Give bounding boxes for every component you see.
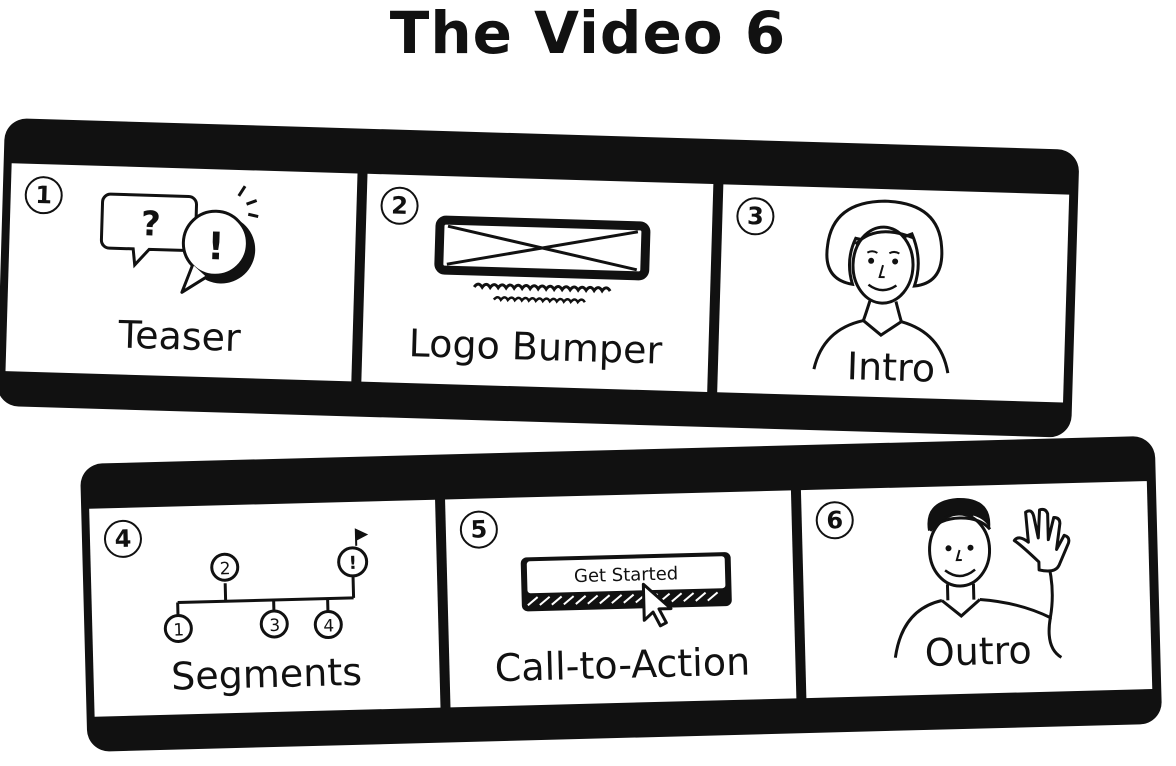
node-label: ! [348, 553, 357, 574]
man-waving-icon [893, 498, 1071, 659]
exclamation-mark: ! [207, 224, 226, 268]
woman-presenter-icon [812, 199, 950, 374]
logo-placeholder-icon [434, 215, 651, 305]
node-label: 1 [173, 620, 184, 640]
get-started-text: Get Started [574, 563, 679, 587]
node-label: 4 [323, 616, 334, 636]
frame-label: Outro [924, 628, 1033, 675]
frame-teaser: 1 ? ! Teaser [5, 163, 358, 382]
frame-outro: 6 Outro [800, 481, 1153, 699]
cta-button-icon: Get Started [520, 552, 732, 628]
speech-bubbles-icon: ? ! [99, 185, 259, 294]
node-label: 2 [220, 559, 231, 579]
frame-intro: 3 Intro [717, 184, 1070, 403]
frame-logo-bumper: 2 Logo Bumper [361, 173, 714, 392]
frame-label: Call-to-Action [494, 639, 751, 691]
question-mark: ? [140, 204, 161, 245]
frame-label: Segments [170, 649, 363, 699]
page-title: The Video 6 [389, 0, 787, 67]
frame-call-to-action: 5 Get Started Call-to-Action [445, 490, 797, 708]
node-label: 3 [269, 616, 280, 636]
frame-segments: 4 1 2 3 4 ! Segments [89, 499, 441, 717]
segment-tree-icon: 1 2 3 4 ! [163, 528, 369, 643]
